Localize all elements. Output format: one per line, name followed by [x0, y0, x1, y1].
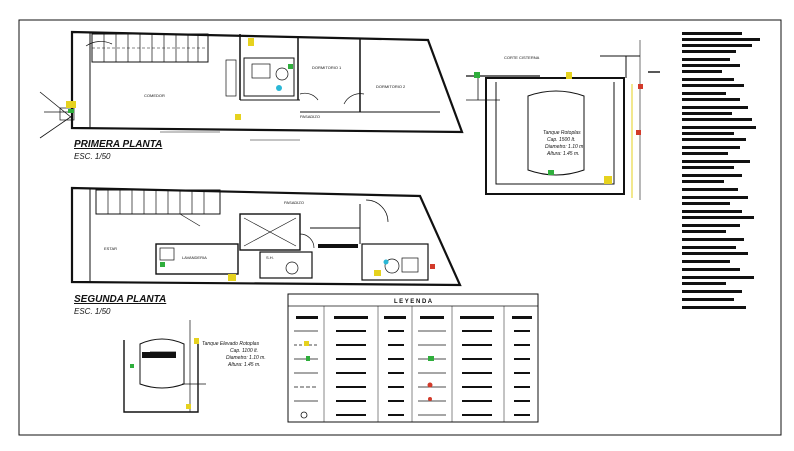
fixture-marker [235, 114, 241, 120]
elevated-tank-line-1: Tanque Elevado Rotoplas [202, 341, 260, 347]
second-floor-title: SEGUNDA PLANTA [74, 294, 166, 305]
legend-table: L E Y E N D A [287, 293, 539, 423]
cistern-tank-line-2: Cap. 1500 lt. [547, 137, 575, 143]
drain-marker [276, 85, 282, 91]
first-floor-plan [39, 30, 464, 141]
room-label-dormitorio-1: DORMITORIO 1 [312, 65, 342, 70]
pump-marker [604, 176, 612, 184]
fixture-marker [248, 38, 254, 46]
room-label-pasadizo-2: PASADIZO [284, 200, 304, 205]
room-label-comedor: COMEDOR [144, 93, 165, 98]
cistern-title: CORTE CISTERNA [504, 55, 540, 60]
room-label-dormitorio-2: DORMITORIO 2 [376, 84, 406, 89]
first-floor-scale: ESC. 1/50 [74, 152, 111, 161]
first-floor-title: PRIMERA PLANTA [74, 139, 162, 150]
second-floor-scale: ESC. 1/50 [74, 307, 111, 316]
hatch-bar [142, 352, 176, 358]
hatch-bar [318, 244, 358, 248]
valve-marker [566, 72, 572, 79]
cistern-tank-line-4: Altura: 1.45 m. [546, 151, 580, 157]
cistern-section [466, 40, 660, 200]
level-marker [638, 84, 643, 89]
fixture-marker [430, 264, 435, 269]
drain-marker [383, 259, 389, 265]
fixture-marker [160, 262, 165, 267]
general-notes-column [682, 32, 760, 309]
level-marker [636, 130, 641, 135]
valve-marker [474, 72, 480, 78]
elevated-tank-line-2: Cap. 1100 lt. [230, 348, 258, 354]
second-floor-plan [70, 186, 462, 287]
cistern-tank-line-3: Diametro: 1.10 m. [545, 144, 585, 150]
cistern-tank-line-1: Tanque Rotoplas [543, 130, 581, 136]
elevated-tank-line-3: Diametro: 1.10 m. [226, 355, 266, 361]
fixture-marker [288, 64, 293, 69]
valve-marker [194, 338, 199, 344]
valve-marker [130, 364, 134, 368]
sheet-border [18, 19, 782, 436]
room-label-lavanderia: LAVANDERIA [182, 255, 207, 260]
fixture-marker [374, 270, 381, 276]
room-label-sh: S.H. [266, 255, 274, 260]
valve-marker [548, 170, 554, 175]
elevated-tank-line-4: Altura: 1.45 m. [227, 362, 261, 368]
valve-marker [186, 404, 191, 409]
fixture-marker [228, 274, 236, 281]
elevated-tank-detail [123, 320, 206, 413]
valve-marker [68, 109, 74, 113]
room-label-pasadizo: PASADIZO [300, 114, 320, 119]
meter-marker [66, 101, 76, 108]
room-label-estar: ESTAR [104, 246, 117, 251]
legend-title: L E Y E N D A [394, 299, 433, 305]
